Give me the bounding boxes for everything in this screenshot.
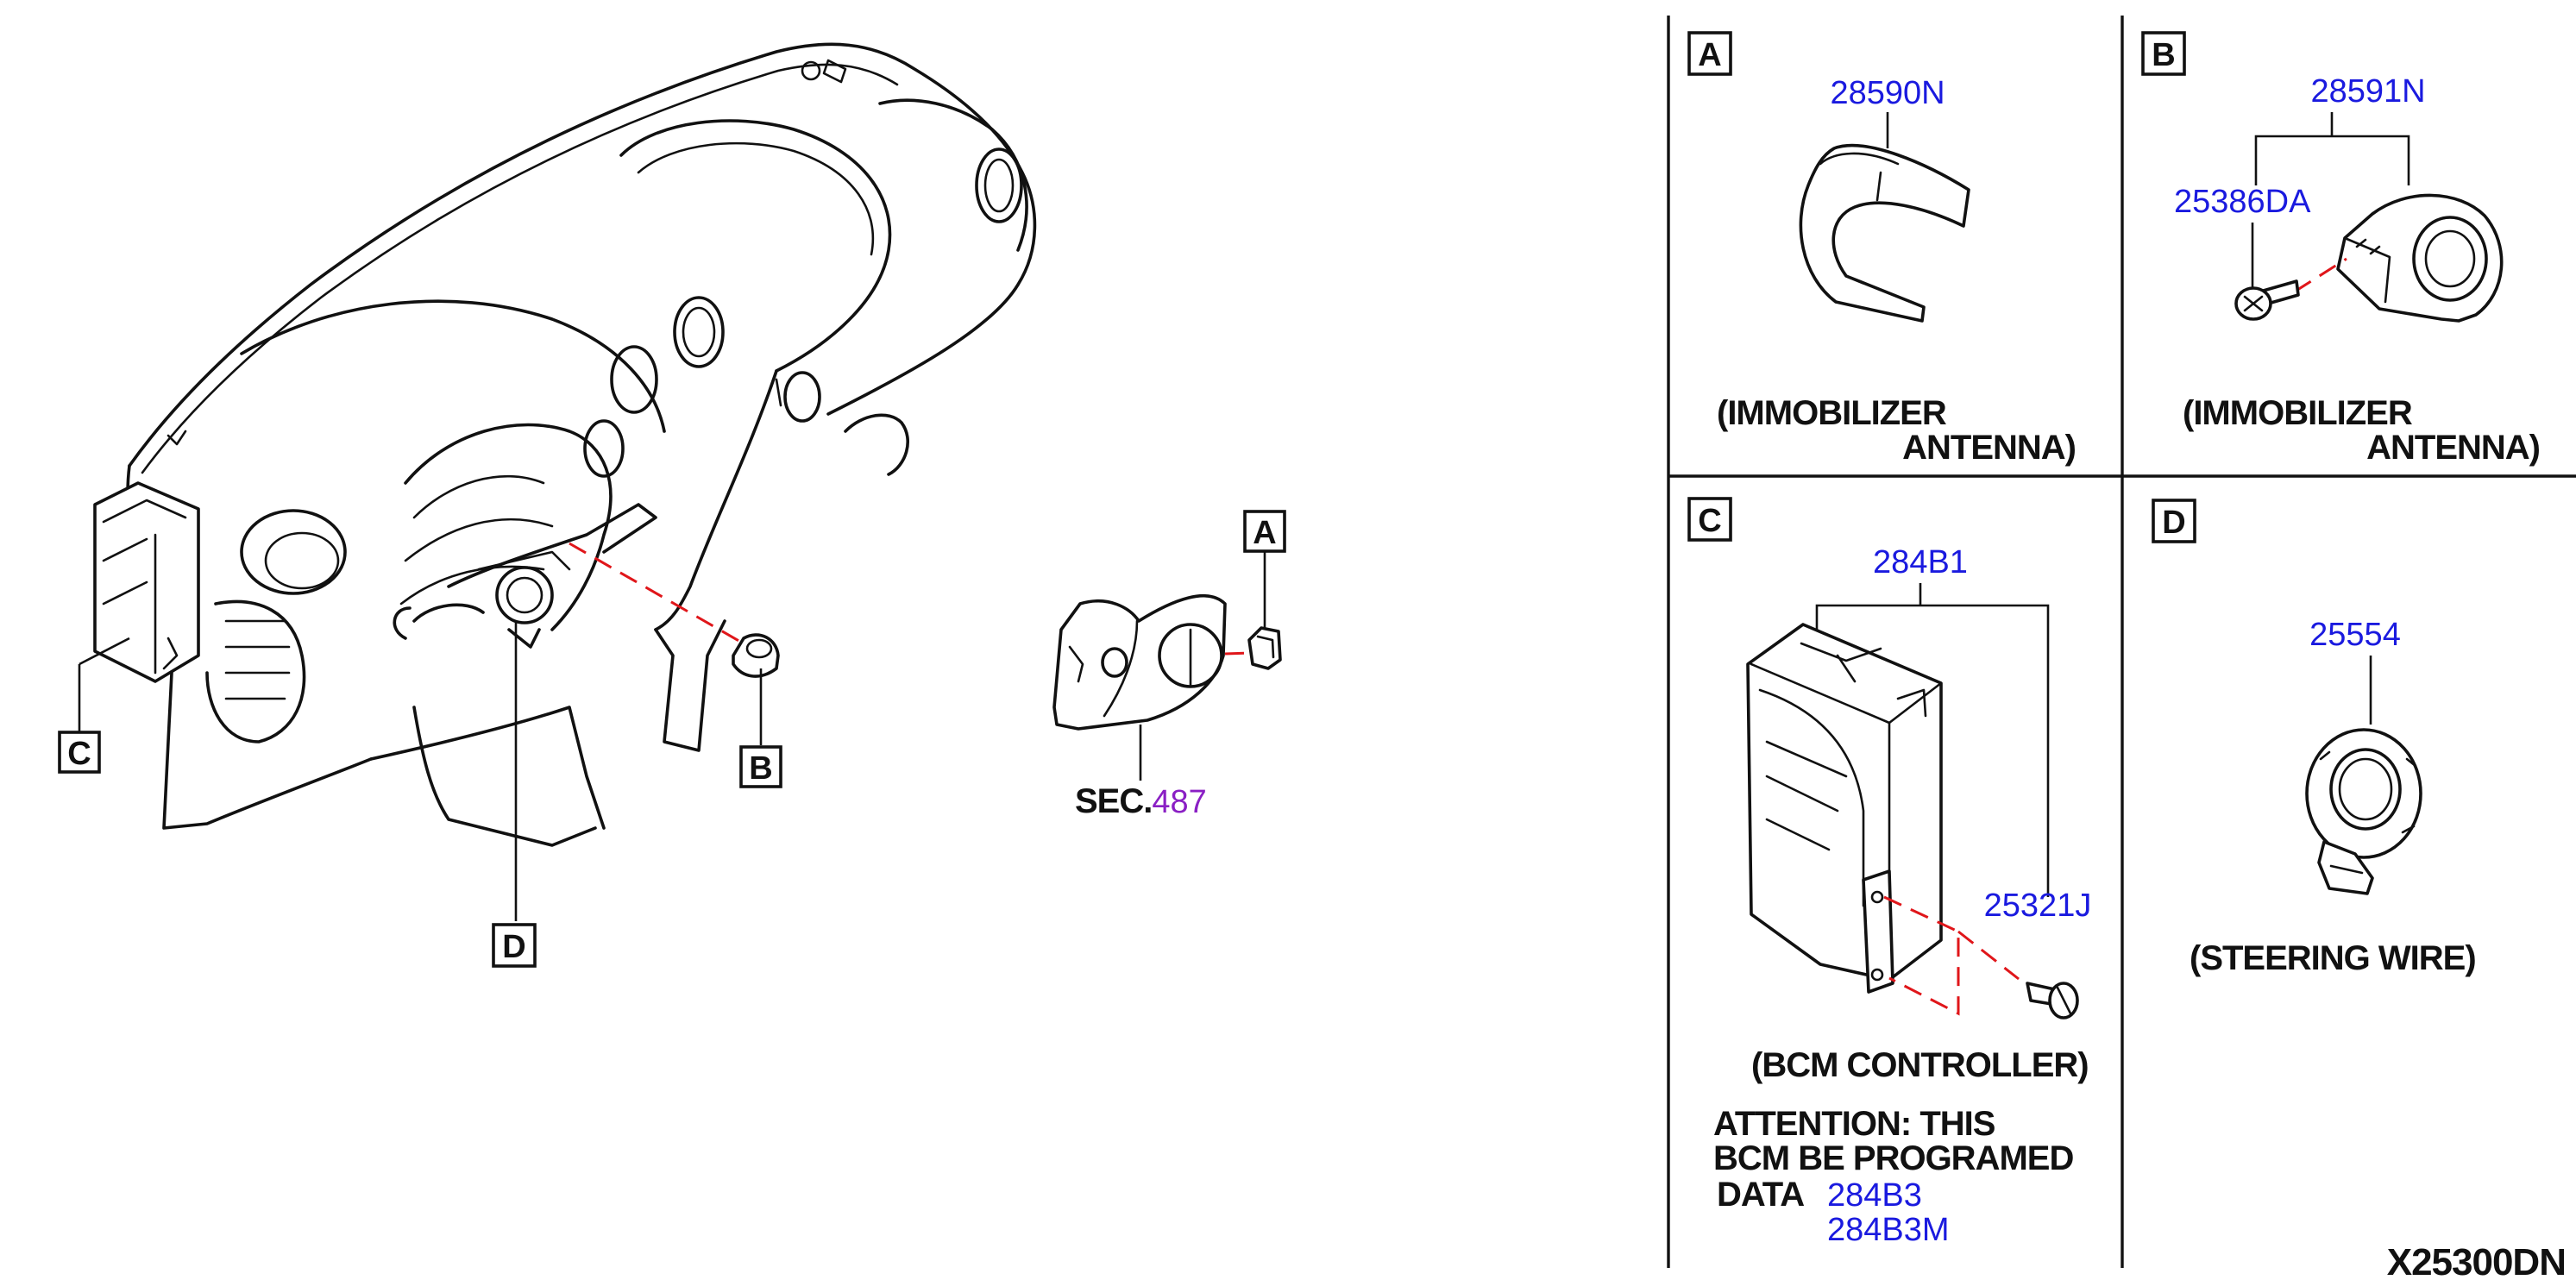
steering-wire-illustration: [2305, 728, 2422, 895]
bcm-overview-illustration: [93, 481, 200, 683]
antenna-b-overview-illustration: [732, 633, 780, 678]
panel-a: A 28590N (IMMOBILIZER ANTENNA): [1687, 31, 2077, 467]
steering-column-cover-illustration: [1052, 594, 1227, 731]
svg-text:A: A: [1698, 37, 1721, 73]
screw-25321j-illustration: [2026, 982, 2079, 1020]
diagram-id: X25300DN: [2387, 1241, 2566, 1280]
part-number-28591n[interactable]: 28591N: [2310, 73, 2425, 110]
svg-text:B: B: [2152, 37, 2175, 73]
panel-a-caption-line1: (IMMOBILIZER: [1717, 394, 1947, 432]
panel-b-label: B: [2141, 31, 2186, 76]
svg-text:SEC.487: SEC.487: [1075, 782, 1207, 820]
panel-c-caption: (BCM CONTROLLER): [1751, 1046, 2089, 1084]
detail-grid: [1667, 16, 2576, 1268]
panel-a-caption-line2: ANTENNA): [1902, 429, 2076, 467]
attention-line2: BCM BE PROGRAMED: [1713, 1139, 2073, 1177]
callout-a-overview[interactable]: A: [1243, 510, 1286, 553]
part-number-25321j[interactable]: 25321J: [1984, 888, 2092, 924]
part-number-284b3m[interactable]: 284B3M: [1827, 1212, 1950, 1248]
svg-text:D: D: [2162, 505, 2185, 541]
panel-d: D 25554 (STEERING WIRE): [2152, 499, 2477, 977]
svg-text:D: D: [502, 929, 525, 965]
callout-c-overview[interactable]: C: [58, 731, 101, 774]
part-number-28590n[interactable]: 28590N: [1830, 75, 1945, 111]
panel-b-caption-line2: ANTENNA): [2366, 429, 2540, 467]
section-number: 487: [1152, 784, 1206, 820]
panel-b: B 28591N 25386DA (IMMOBILIZER ANTENNA): [2141, 31, 2541, 467]
section-prefix: SEC.: [1075, 782, 1152, 820]
dashboard-illustration: [126, 42, 1037, 847]
panel-c-label: C: [1687, 497, 1732, 542]
data-label: DATA: [1717, 1176, 1804, 1214]
immobilizer-antenna-a-illustration: [1799, 143, 1970, 323]
panel-d-caption: (STEERING WIRE): [2190, 939, 2476, 977]
screw-25386da-illustration: [2234, 279, 2300, 321]
attention-line1: ATTENTION: THIS: [1713, 1105, 1995, 1143]
svg-text:C: C: [1698, 503, 1721, 539]
panel-c: C 284B1 25321J (BCM CONTROLLER) ATTENTIO…: [1687, 497, 2092, 1248]
svg-text:C: C: [67, 736, 91, 772]
callout-d-overview[interactable]: D: [492, 923, 537, 968]
part-number-284b3[interactable]: 284B3: [1827, 1177, 1922, 1214]
svg-text:B: B: [749, 750, 772, 787]
antenna-a-overview-illustration: [1247, 626, 1282, 670]
part-number-25554[interactable]: 25554: [2309, 617, 2401, 653]
dashed-leader-b: [569, 542, 743, 644]
panel-a-label: A: [1687, 31, 1732, 76]
section-reference[interactable]: SEC.487: [1075, 782, 1207, 820]
svg-text:A: A: [1253, 515, 1276, 551]
part-number-25386da[interactable]: 25386DA: [2174, 184, 2311, 220]
immobilizer-antenna-b-illustration: [2336, 193, 2504, 323]
panel-d-label: D: [2152, 499, 2196, 543]
steering-column-illustration: [393, 503, 657, 649]
part-number-284b1[interactable]: 284B1: [1873, 544, 1968, 580]
bcm-controller-illustration: [1746, 623, 1943, 994]
callout-b-overview[interactable]: B: [739, 745, 782, 788]
panel-b-caption-line1: (IMMOBILIZER: [2183, 394, 2413, 432]
